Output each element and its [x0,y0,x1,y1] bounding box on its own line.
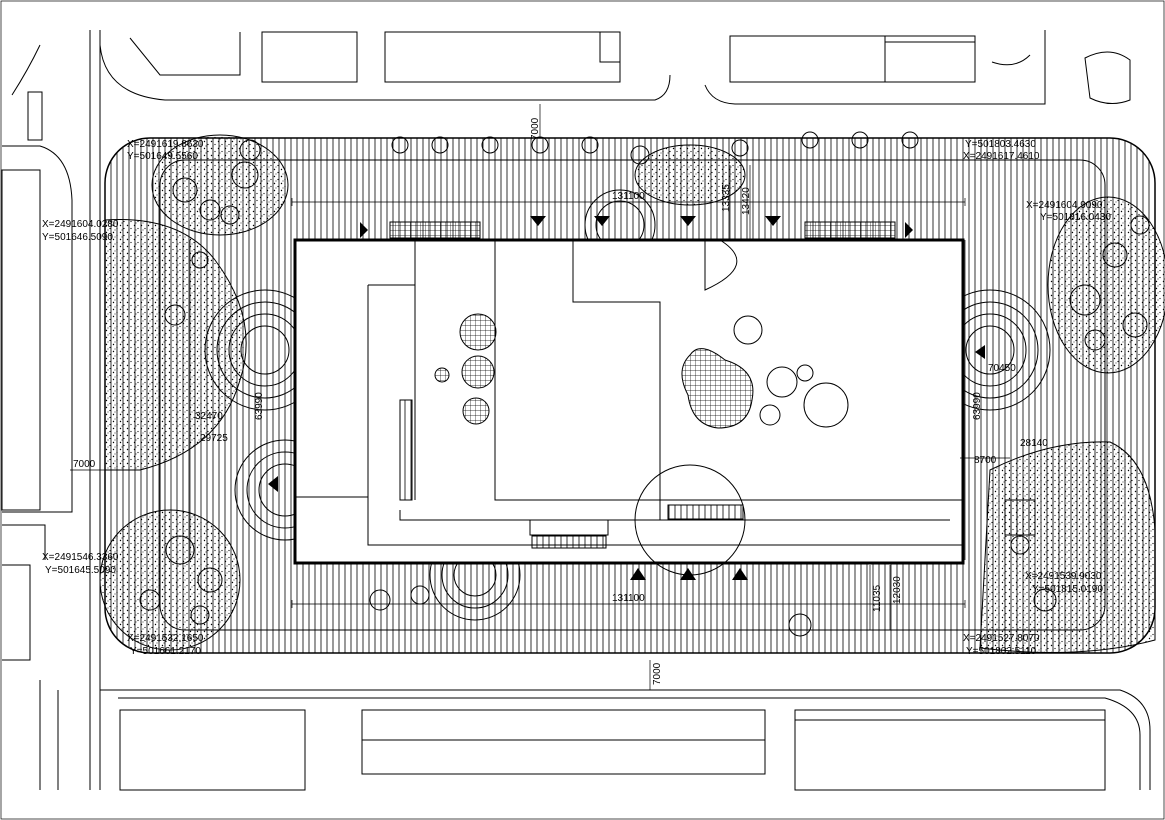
coord-sw-mid-y: Y=501645.5090 [45,565,116,576]
planting-area [99,134,1165,653]
south-a-label: 11035 [872,584,883,612]
west-b-label: 29725 [200,433,228,444]
south-b-label: 12030 [892,576,903,604]
coord-sw-low-y: Y=501661.2170 [130,646,201,657]
entrance-markers [268,216,1036,580]
coord-ne-top-x: X=2491617.4610 [963,151,1040,162]
west-depth-label: 63990 [254,392,265,420]
dimension-lines [70,104,1010,690]
main-building [293,238,965,576]
east-depth-label: 63990 [972,392,983,420]
coord-se-mid-x: X=2491539.9030 [1025,571,1102,582]
coord-se-mid-y: Y=501815.0190 [1032,584,1103,595]
east-radius-label: 70450 [988,363,1016,374]
west-setback-label: 7000 [73,459,96,470]
north-setback-label: 7000 [530,117,541,140]
coord-nw-mid-y: Y=501646.5090 [42,232,113,243]
coord-sw-low-x: X=2491532.1650 [127,633,204,644]
east-span-label: 28140 [1020,438,1048,449]
coord-nw-top-x: X=2491619.8630 [127,139,204,150]
coord-se-low-x: X=2491527.8070 [963,633,1040,644]
north-depth-2-label: 13420 [741,187,752,215]
west-a-label: 32470 [195,411,223,422]
coordinate-labels: X=2491619.8630 Y=501649.5560 Y=501803.46… [42,139,1111,657]
courtyard-features [434,313,849,429]
coord-nw-mid-x: X=2491604.0280 [42,219,119,230]
top-length-label: 131100 [612,191,645,202]
surrounding-context [1,30,1151,791]
trees [139,131,1150,637]
bottom-length-label: 131100 [612,593,645,604]
north-depth-label: 13335 [721,184,732,212]
coord-nw-top-y: Y=501649.5560 [127,151,198,162]
dimension-labels: 7000 7000 7000 131100 131100 13335 13420… [73,117,1048,685]
coord-ne-mid-y: Y=501816.0430 [1040,212,1111,223]
coord-ne-top-y: Y=501803.4630 [965,139,1036,150]
coord-ne-mid-x: X=2491604.9090 [1026,200,1103,211]
east-offset-label: 8700 [974,455,997,466]
coord-sw-mid-x: X=2491546.3360 [42,552,119,563]
south-setback-label: 7000 [652,662,663,685]
coord-se-low-y: Y=501802.5110 [966,646,1037,657]
